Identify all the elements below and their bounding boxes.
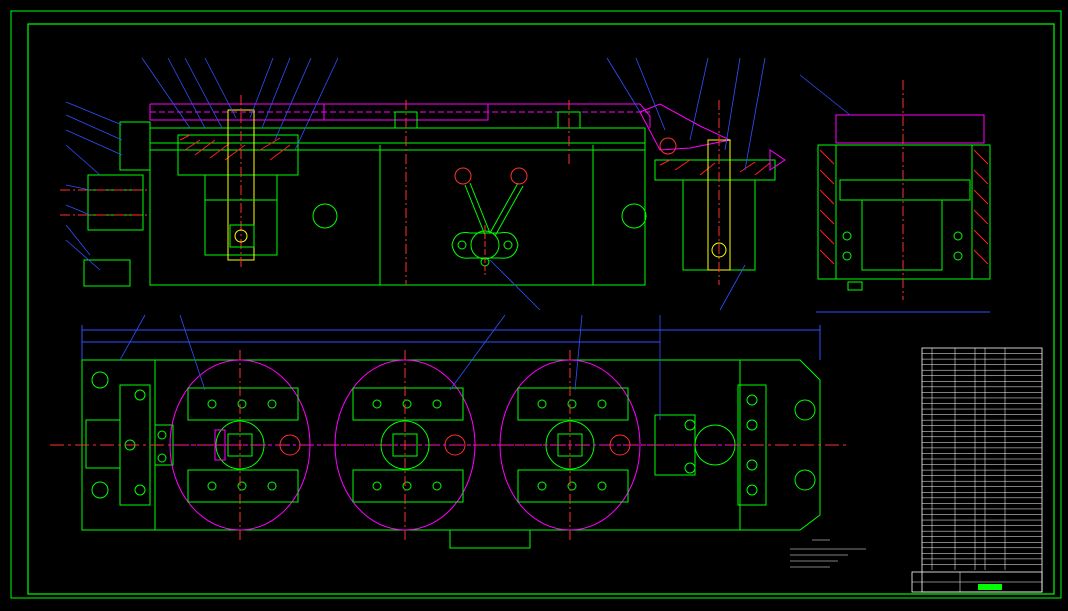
outer-sheet-frame <box>10 10 1062 599</box>
side-view <box>799 74 991 313</box>
title-block-logo <box>978 584 1002 590</box>
inner-border-frame <box>27 23 1055 595</box>
right-clamp-lever <box>639 103 732 151</box>
left-clamp-block <box>119 121 151 171</box>
plan-base-plate <box>81 359 821 531</box>
plan-view <box>50 314 850 549</box>
side-cylinder <box>861 199 943 271</box>
technical-notes <box>790 539 866 568</box>
parts-list-table <box>921 347 1043 593</box>
front-view <box>60 57 786 311</box>
title-block <box>911 571 1043 593</box>
center-valve-assembly <box>451 167 528 275</box>
